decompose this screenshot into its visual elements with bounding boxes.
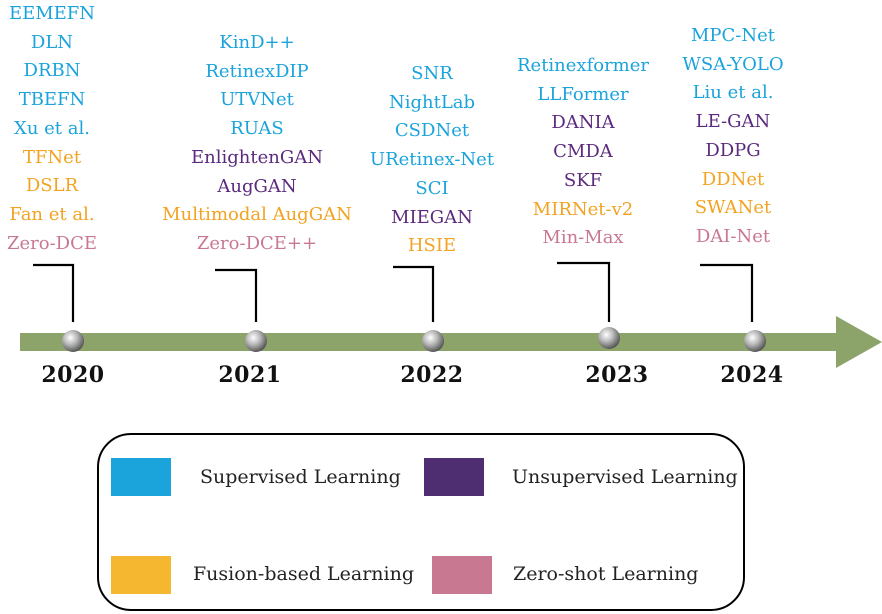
legend-swatch-zeroshot: [432, 556, 492, 594]
connector-2023: [557, 261, 611, 322]
method-label: SNR: [411, 63, 453, 84]
legend-label-zeroshot: Zero-shot Learning: [513, 563, 699, 585]
year-label-2020: 2020: [41, 362, 105, 388]
method-label: SWANet: [694, 197, 772, 219]
year-label-2021: 2021: [218, 362, 282, 388]
year-marker-2022: [422, 330, 444, 352]
connector-2022: [393, 265, 435, 322]
method-label: Zero-DCE++: [196, 232, 318, 254]
timeline-arrow-head: [836, 316, 882, 368]
method-label: UTVNet: [220, 89, 294, 111]
method-label: Xu et al.: [14, 117, 90, 139]
method-label: LE-GAN: [695, 111, 771, 133]
method-label: Multimodal AugGAN: [162, 204, 352, 226]
method-label: Fan et al.: [9, 203, 95, 225]
method-label: EnlightenGAN: [191, 146, 323, 168]
method-label: CMDA: [553, 141, 613, 163]
legend-label-fusion: Fusion-based Learning: [193, 563, 415, 585]
method-label: SKF: [563, 169, 603, 191]
method-label: Min-Max: [542, 227, 624, 249]
method-label: Zero-DCE: [6, 232, 98, 254]
connector-2024: [700, 263, 754, 322]
legend-swatch-fusion: [111, 556, 171, 594]
method-label: DRBN: [23, 60, 81, 82]
method-label: KinD++: [219, 32, 295, 53]
method-label: DDNet: [701, 168, 765, 190]
year-marker-2021: [245, 330, 267, 352]
year-label-2022: 2022: [400, 362, 464, 388]
method-label: AugGAN: [217, 175, 297, 197]
year-label-2023: 2023: [585, 362, 649, 388]
method-label: EEMEFN: [8, 3, 96, 24]
legend-swatch-unsupervised: [424, 458, 484, 496]
method-label: MPC-Net: [690, 25, 776, 46]
method-label: DLN: [30, 31, 74, 53]
connector-2021: [215, 268, 258, 322]
method-label: URetinex-Net: [369, 149, 495, 171]
method-label: DSLR: [25, 175, 79, 197]
method-label: DANIA: [551, 112, 615, 134]
method-label: Retinexformer: [516, 55, 650, 76]
year-marker-2024: [744, 330, 766, 352]
method-label: NightLab: [388, 91, 476, 113]
year-label-2024: 2024: [720, 362, 784, 388]
method-label: DDPG: [705, 139, 761, 161]
method-label: MIEGAN: [391, 206, 473, 228]
legend-label-unsupervised: Unsupervised Learning: [512, 466, 738, 488]
method-label: RetinexDIP: [205, 60, 309, 82]
method-label: MIRNet-v2: [532, 198, 634, 220]
method-label: RUAS: [230, 118, 284, 140]
method-label: WSA-YOLO: [682, 53, 784, 75]
connector-2020: [33, 263, 75, 322]
method-label: Liu et al.: [692, 82, 774, 104]
method-label: LLFormer: [537, 83, 629, 105]
legend-label-supervised: Supervised Learning: [200, 466, 401, 488]
method-label: TFNet: [22, 146, 82, 168]
method-label: TBEFN: [18, 89, 86, 111]
legend-box: [97, 433, 745, 611]
legend-swatch-supervised: [111, 458, 171, 496]
method-label: DAI-Net: [695, 225, 771, 247]
year-marker-2020: [62, 330, 84, 352]
method-label: CSDNet: [394, 120, 470, 142]
method-label: SCI: [415, 177, 449, 199]
method-label: HSIE: [407, 235, 457, 257]
year-marker-2023: [598, 327, 620, 349]
